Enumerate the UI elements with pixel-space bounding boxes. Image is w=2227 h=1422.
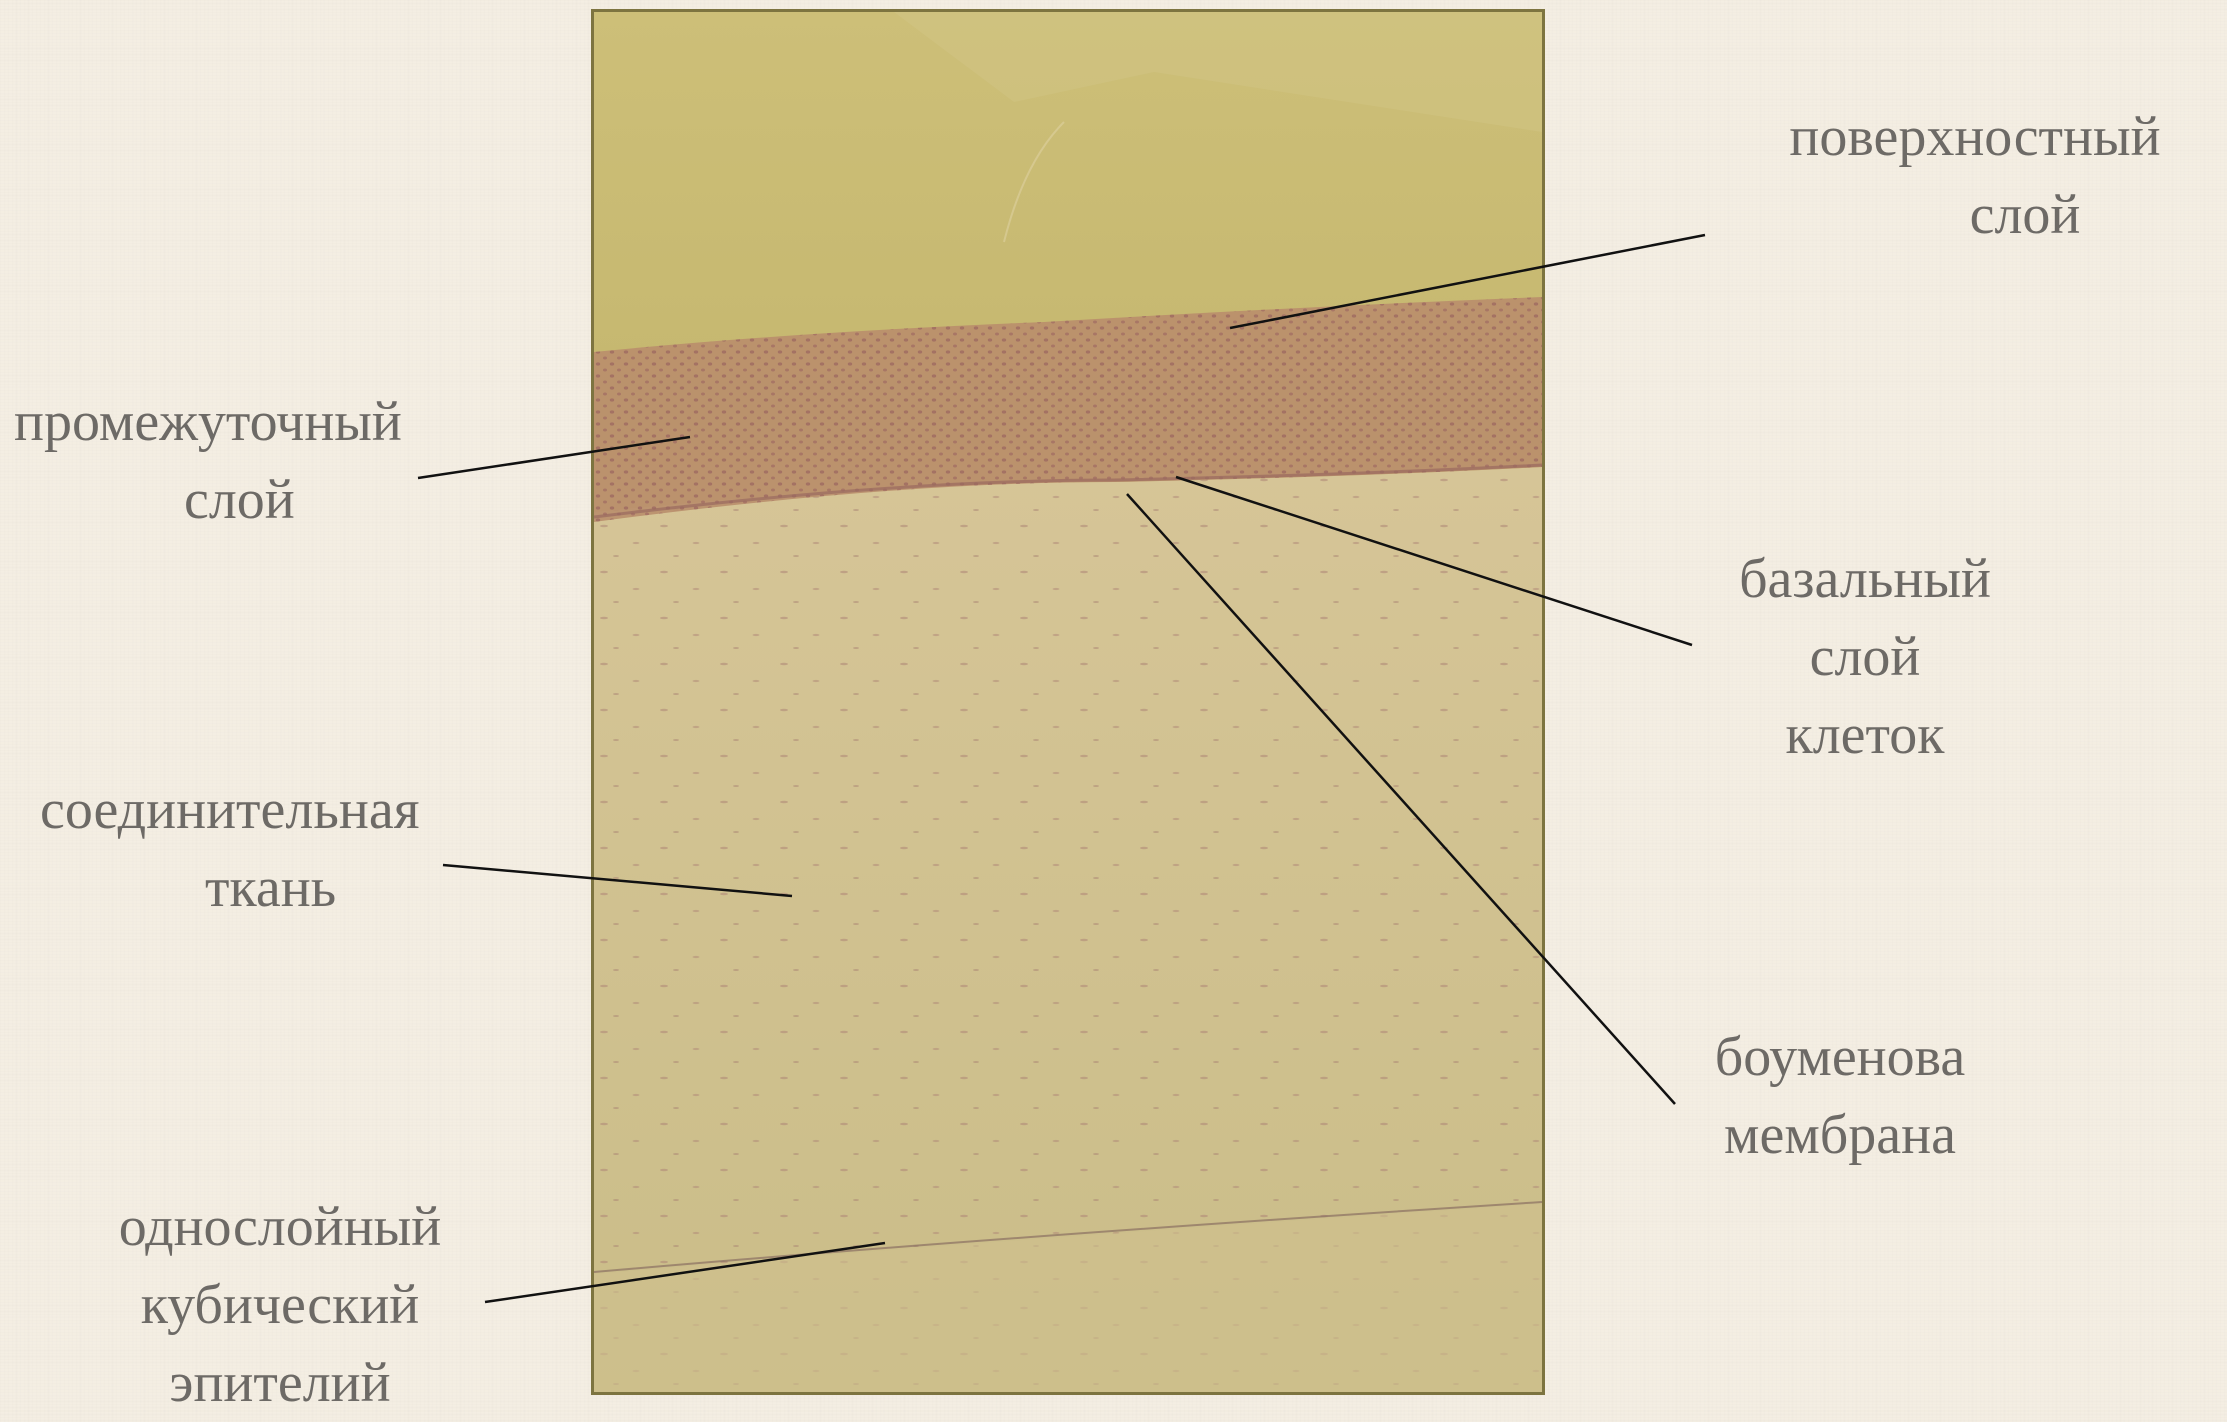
label-intermediate-layer: промежуточный слой: [14, 383, 484, 539]
label-intermediate-line2: слой: [14, 461, 484, 539]
label-intermediate-line1: промежуточный: [14, 383, 484, 461]
leader-line-epithelium: [485, 1243, 885, 1302]
label-basal-line3: клеток: [1700, 696, 2030, 774]
label-surface-line1: поверхностный: [1755, 98, 2195, 176]
label-basal-layer: базальный слой клеток: [1700, 540, 2030, 774]
label-bowman-line2: мембрана: [1680, 1096, 2000, 1174]
label-cuboidal-line2: кубический: [60, 1266, 500, 1344]
leader-line-surface: [1230, 235, 1705, 328]
leader-line-basal: [1176, 477, 1692, 645]
label-cuboidal-epithelium: однослойный кубический эпителий: [60, 1188, 500, 1422]
label-basal-line2: слой: [1700, 618, 2030, 696]
label-surface-layer: поверхностный слой: [1755, 98, 2195, 254]
label-cuboidal-line1: однослойный: [60, 1188, 500, 1266]
label-surface-line2: слой: [1755, 176, 2195, 254]
label-connective-tissue: соединительная ткань: [40, 771, 520, 927]
label-basal-line1: базальный: [1700, 540, 2030, 618]
label-connective-line2: ткань: [40, 849, 520, 927]
leader-line-bowman: [1127, 494, 1675, 1104]
label-bowman-line1: боуменова: [1680, 1018, 2000, 1096]
label-bowman-membrane: боуменова мембрана: [1680, 1018, 2000, 1174]
label-cuboidal-line3: эпителий: [60, 1344, 500, 1422]
label-connective-line1: соединительная: [40, 771, 520, 849]
